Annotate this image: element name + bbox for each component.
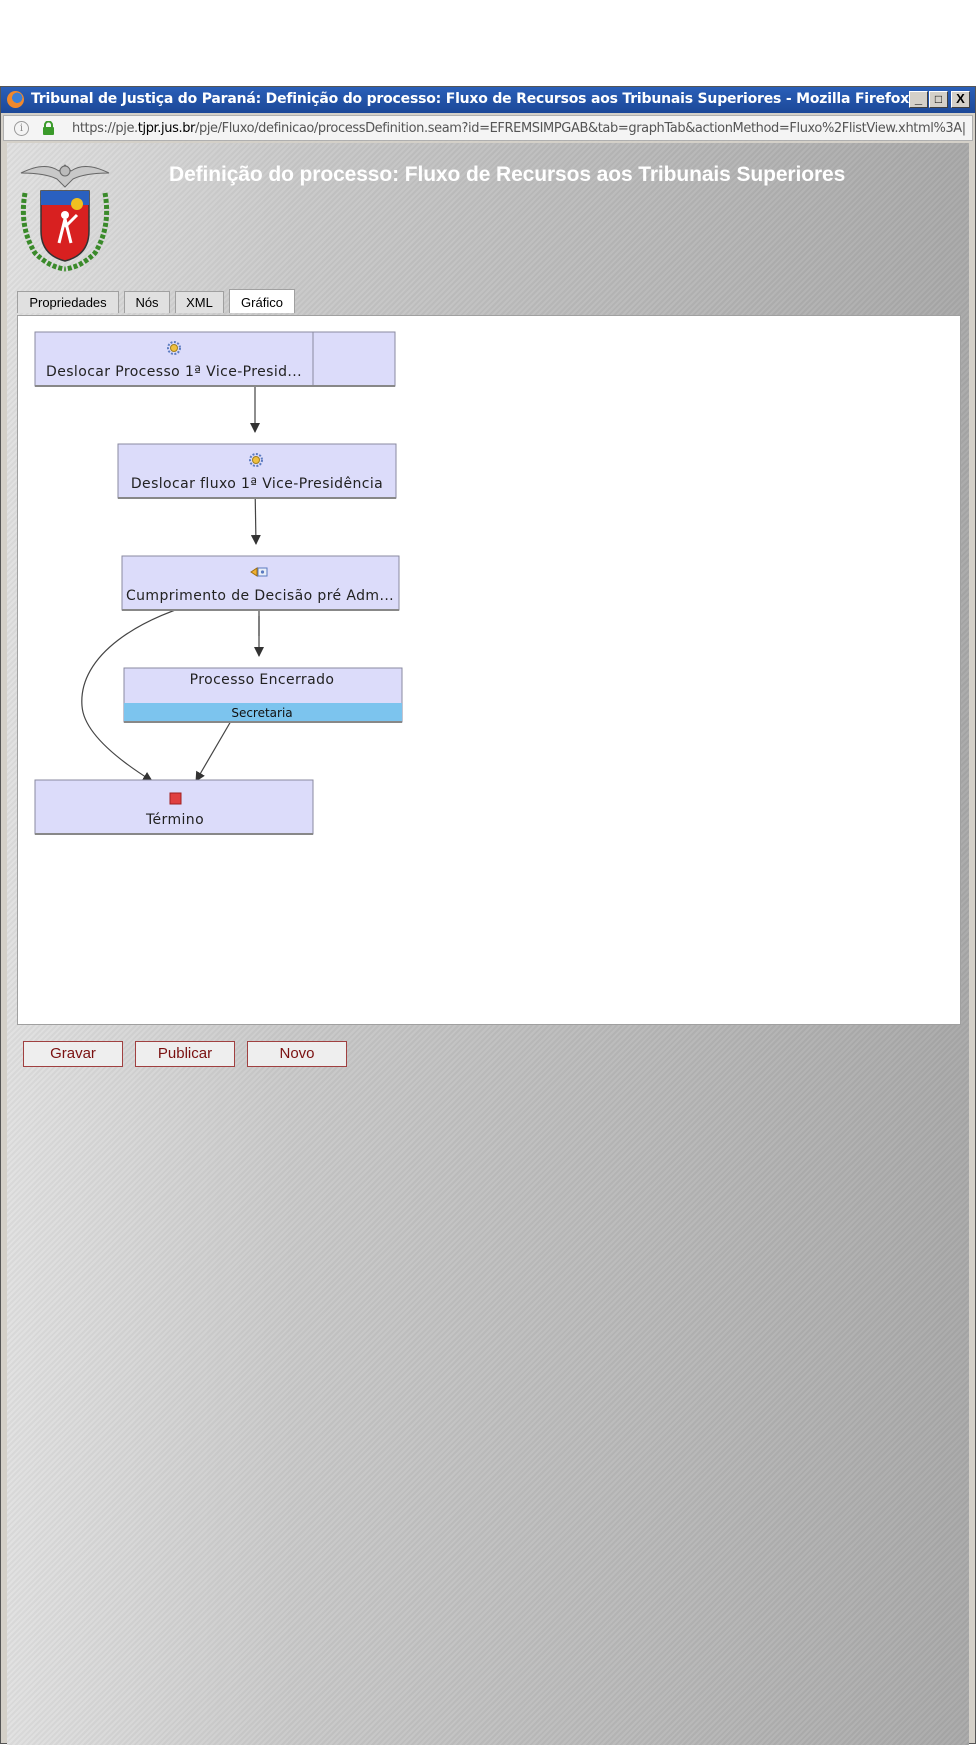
tab-propriedades[interactable]: Propriedades [17,291,119,313]
graph-node[interactable]: Processo Encerrado Secretaria [123,667,403,723]
address-bar[interactable]: i https://pje.tjpr.jus.br/pje/Fluxo/defi… [3,115,973,141]
window-title: Tribunal de Justiça do Paraná: Definição… [31,91,910,107]
stop-icon [169,792,182,805]
graph-node[interactable]: Término [34,779,314,835]
new-button[interactable]: Novo [247,1041,347,1067]
minimize-button[interactable]: _ [909,91,928,108]
node-label: Término [145,812,204,828]
save-button[interactable]: Gravar [23,1041,123,1067]
tab-grafico[interactable]: Gráfico [229,289,295,313]
swimlane-label: Secretaria [231,706,292,720]
graph-node[interactable]: Deslocar Processo 1ª Vice-Presid... [34,331,396,387]
firefox-logo-icon [7,91,24,108]
process-graph: Deslocar Processo 1ª Vice-Presid... Desl… [34,331,403,835]
decision-icon [250,567,268,577]
page-title: Definição do processo: Fluxo de Recursos… [169,163,846,186]
tab-nos[interactable]: Nós [124,291,170,313]
node-label: Processo Encerrado [190,672,335,688]
close-button[interactable]: X [951,91,970,108]
url-text[interactable]: https://pje.tjpr.jus.br/pje/Fluxo/defini… [72,121,966,136]
maximize-button[interactable]: □ [929,91,948,108]
publish-button[interactable]: Publicar [135,1041,235,1067]
graph-panel: Deslocar Processo 1ª Vice-Presid... Desl… [17,315,961,1025]
page-content: Definição do processo: Fluxo de Recursos… [7,143,969,1745]
gear-icon [167,341,181,355]
node-label: Deslocar Processo 1ª Vice-Presid... [46,364,302,380]
info-icon[interactable]: i [14,121,29,136]
node-label: Cumprimento de Decisão pré Adm... [126,588,394,604]
title-bar: Tribunal de Justiça do Paraná: Definição… [1,87,975,113]
browser-window: Tribunal de Justiça do Paraná: Definição… [0,86,976,1745]
tab-xml[interactable]: XML [175,291,224,313]
gear-icon [249,453,263,467]
graph-node[interactable]: Deslocar fluxo 1ª Vice-Presidência [117,443,397,499]
graph-node[interactable]: Cumprimento de Decisão pré Adm... [121,555,400,611]
parana-coat-of-arms-logo [20,164,110,272]
edge-3-5 [81,597,217,782]
lock-icon [43,121,54,135]
node-label: Deslocar fluxo 1ª Vice-Presidência [131,476,383,492]
